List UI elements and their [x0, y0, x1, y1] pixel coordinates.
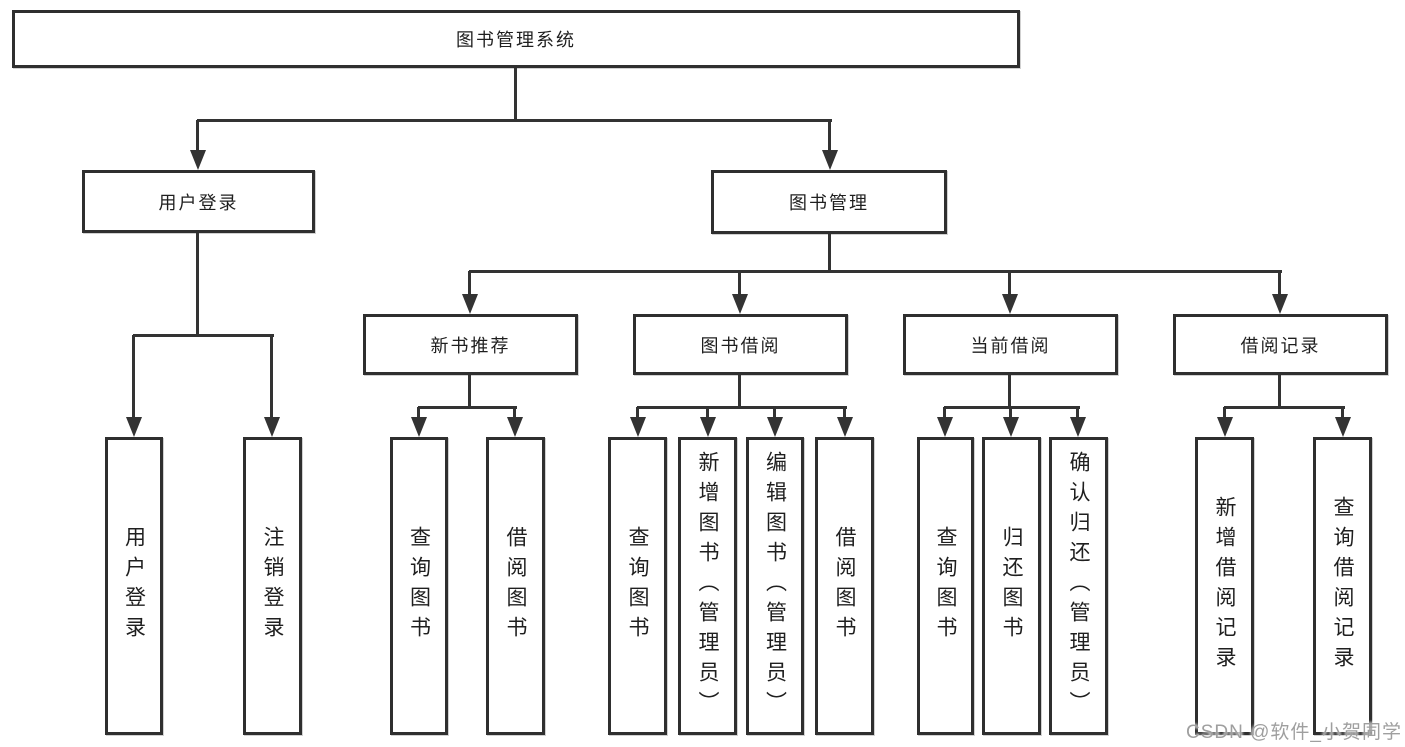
node-bb-edit-book-admin: 编辑图书（管理员） — [746, 437, 804, 735]
arrow-down-icon — [264, 417, 280, 437]
arrow-down-icon — [937, 417, 953, 437]
connector-line — [418, 406, 517, 409]
node-bb-borrow-book: 借阅图书 — [815, 437, 874, 735]
node-label: 编辑图书（管理员） — [763, 451, 787, 721]
arrow-down-icon — [822, 150, 838, 170]
node-cb-return-book: 归还图书 — [982, 437, 1041, 735]
node-leaf-user-login: 用户登录 — [105, 437, 163, 735]
node-cb-confirm-return-admin: 确认归还（管理员） — [1049, 437, 1108, 735]
node-label: 借阅图书 — [504, 526, 527, 646]
connector-line — [197, 119, 832, 122]
node-rec-borrow-book: 借阅图书 — [486, 437, 545, 735]
connector-line — [514, 68, 517, 121]
connector-line — [828, 120, 831, 154]
node-label: 新增图书（管理员） — [696, 451, 719, 721]
node-label: 图书管理系统 — [456, 30, 576, 50]
node-label: 查询图书 — [407, 526, 431, 646]
node-label: 图书管理 — [789, 193, 869, 213]
node-label: 借阅记录 — [1240, 335, 1321, 356]
node-label: 新书推荐 — [430, 335, 511, 356]
arrow-down-icon — [1003, 417, 1019, 437]
node-bb-query-book: 查询图书 — [608, 437, 667, 735]
arrow-down-icon — [190, 150, 206, 170]
arrow-down-icon — [732, 294, 748, 314]
arrow-down-icon — [1070, 417, 1086, 437]
connector-line — [843, 407, 846, 425]
connector-line — [468, 271, 471, 299]
node-current-borrow: 当前借阅 — [903, 314, 1118, 375]
connector-line — [1008, 271, 1011, 299]
node-label: 新增借阅记录 — [1213, 496, 1236, 676]
arrow-down-icon — [1217, 417, 1233, 437]
node-label: 用户登录 — [122, 526, 146, 646]
connector-line — [1223, 407, 1226, 425]
connector-line — [1278, 375, 1281, 408]
connector-line — [1224, 406, 1345, 409]
node-label: 借阅图书 — [833, 526, 856, 646]
connector-line — [738, 375, 741, 408]
node-br-add-record: 新增借阅记录 — [1195, 437, 1254, 735]
connector-line — [773, 407, 776, 425]
node-label: 查询借阅记录 — [1331, 496, 1354, 676]
node-user-login: 用户登录 — [82, 170, 315, 233]
connector-line — [469, 270, 1282, 273]
node-bb-add-book-admin: 新增图书（管理员） — [678, 437, 737, 735]
node-label: 注销登录 — [261, 526, 284, 646]
connector-line — [706, 407, 709, 425]
node-label: 当前借阅 — [970, 335, 1051, 356]
node-book-management: 图书管理 — [711, 170, 947, 234]
arrow-down-icon — [837, 417, 853, 437]
node-label: 图书借阅 — [700, 335, 781, 356]
connector-line — [1009, 407, 1012, 425]
connector-line — [943, 407, 946, 425]
connector-line — [828, 234, 831, 272]
arrow-down-icon — [126, 417, 142, 437]
arrow-down-icon — [700, 417, 716, 437]
arrow-down-icon — [1002, 294, 1018, 314]
arrow-down-icon — [767, 417, 783, 437]
node-label: 确认归还（管理员） — [1067, 451, 1090, 721]
connector-line — [417, 407, 420, 425]
connector-line — [1076, 407, 1079, 425]
arrow-down-icon — [1335, 417, 1351, 437]
connector-line — [196, 120, 199, 154]
connector-line — [133, 334, 274, 337]
connector-line — [468, 375, 471, 408]
node-library-management-system: 图书管理系统 — [12, 10, 1020, 68]
connector-line — [738, 271, 741, 299]
node-new-book-recommend: 新书推荐 — [363, 314, 578, 375]
node-br-query-record: 查询借阅记录 — [1313, 437, 1372, 735]
node-label: 查询图书 — [934, 526, 957, 646]
node-label: 用户登录 — [158, 192, 239, 213]
node-leaf-logout: 注销登录 — [243, 437, 302, 735]
connector-line — [270, 335, 273, 423]
node-rec-query-book: 查询图书 — [390, 437, 448, 735]
connector-line — [513, 407, 516, 425]
connector-line — [944, 406, 1080, 409]
connector-line — [637, 406, 847, 409]
arrow-down-icon — [1272, 294, 1288, 314]
node-label: 查询图书 — [626, 526, 649, 646]
node-book-borrow: 图书借阅 — [633, 314, 848, 375]
arrow-down-icon — [462, 294, 478, 314]
arrow-down-icon — [507, 417, 523, 437]
node-cb-query-book: 查询图书 — [917, 437, 974, 735]
arrow-down-icon — [411, 417, 427, 437]
watermark: CSDN @软件_小贺同学 — [1186, 722, 1402, 743]
connector-line — [1008, 375, 1011, 408]
connector-line — [1278, 271, 1281, 299]
node-borrow-records: 借阅记录 — [1173, 314, 1388, 375]
node-label: 归还图书 — [1000, 526, 1023, 646]
connector-line — [132, 335, 135, 423]
connector-line — [1341, 407, 1344, 425]
connector-line — [636, 407, 639, 425]
arrow-down-icon — [630, 417, 646, 437]
connector-line — [196, 233, 199, 336]
